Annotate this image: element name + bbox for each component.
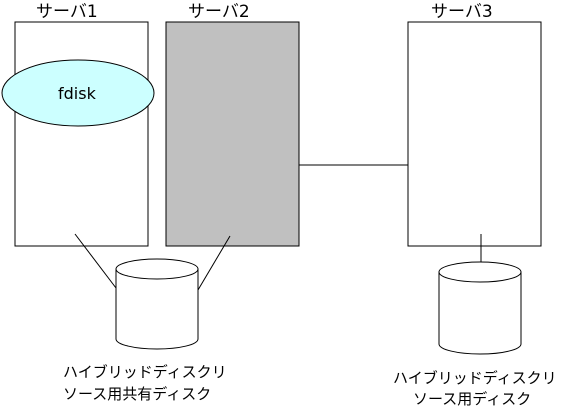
fdisk-process-ellipse (1, 59, 155, 127)
server-1-title: サーバ1 (36, 2, 98, 22)
server-3-disk-caption-line2: ソース用ディスク (413, 390, 531, 408)
server-3-title: サーバ3 (431, 2, 493, 22)
server-3-disk-icon (438, 261, 522, 355)
server-3-box (407, 21, 542, 247)
shared-disk-caption-line1: ハイブリッドディスクリ (63, 363, 227, 381)
server-2-disk-link (197, 235, 231, 291)
shared-disk-caption-line2: ソース用共有ディスク (63, 385, 211, 403)
fdisk-label: fdisk (58, 84, 97, 103)
server-1-box (14, 21, 149, 247)
shared-disk-icon (115, 258, 199, 350)
server-1-disk-link (74, 233, 117, 289)
server-2-title: サーバ2 (188, 2, 250, 22)
server-2-box (165, 21, 300, 247)
server-3-disk-caption-line1: ハイブリッドディスクリ (393, 369, 557, 387)
